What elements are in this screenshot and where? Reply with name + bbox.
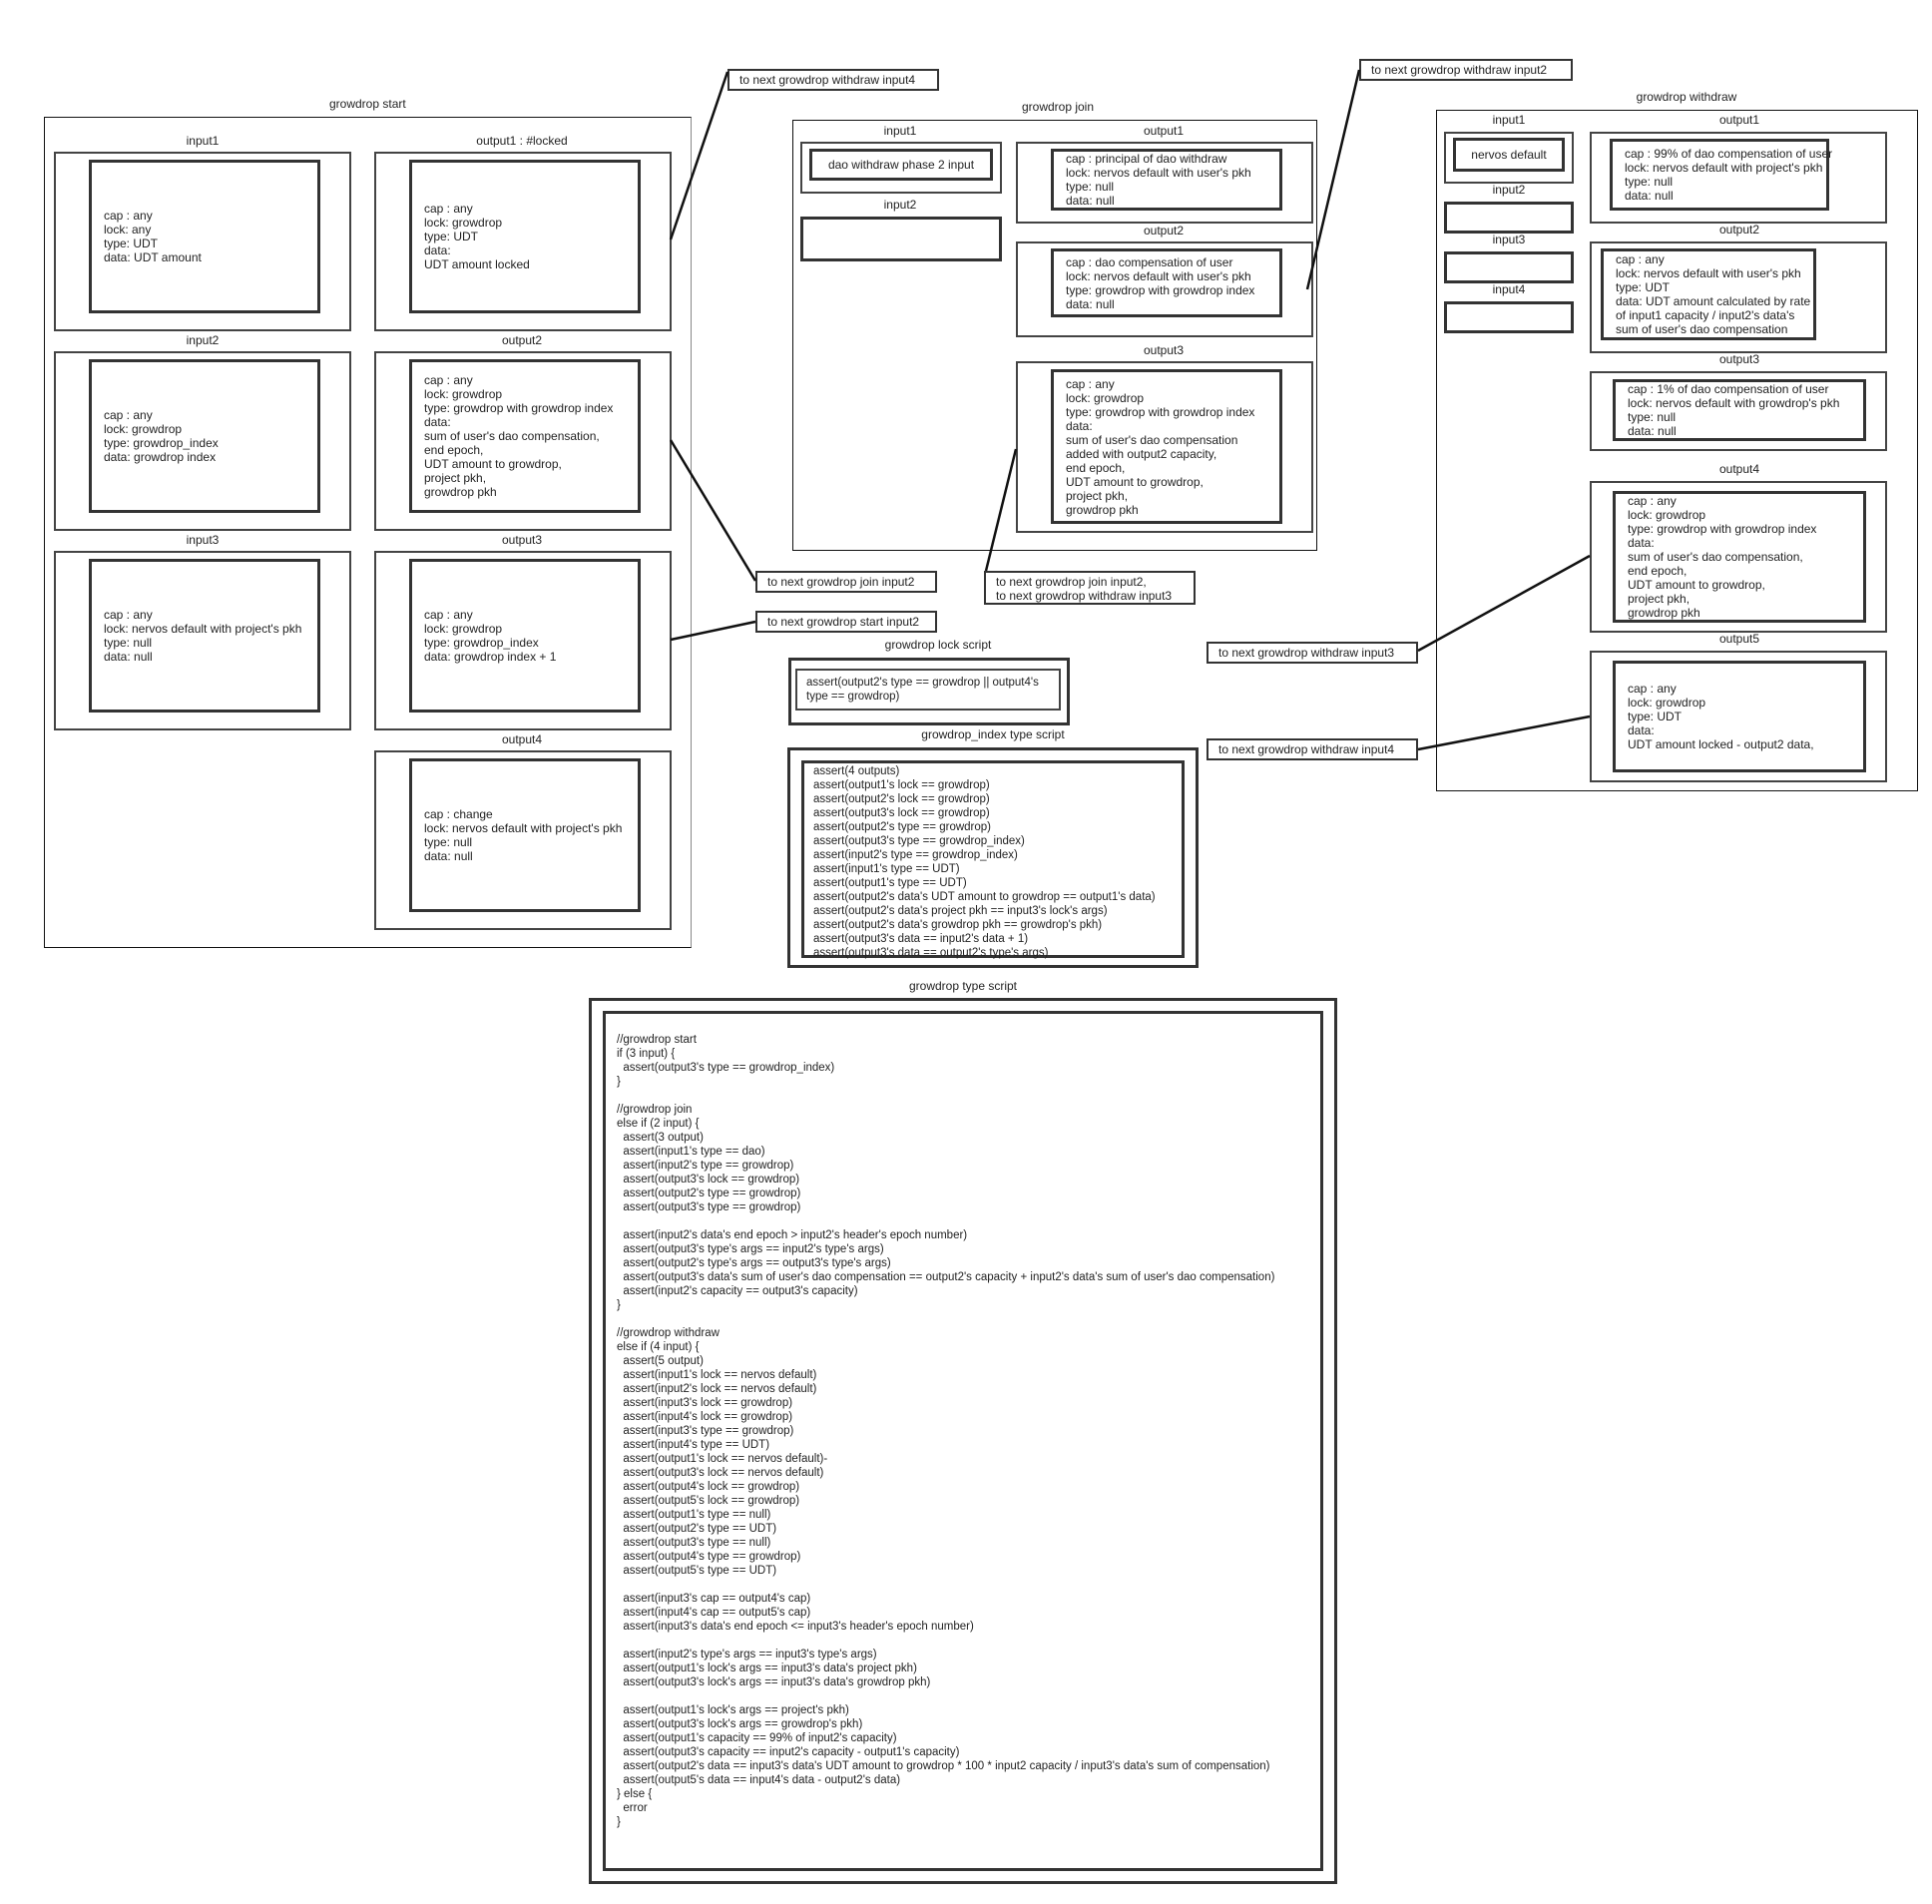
withdraw-output5-text: cap : any lock: growdrop type: UDT data:… (1628, 682, 1814, 751)
withdraw-input4-label: input4 (1492, 282, 1526, 296)
join-output2-label: output2 (1143, 224, 1185, 238)
join-output2-box[interactable]: cap : dao compensation of user lock: ner… (1051, 248, 1282, 317)
withdraw-output5-box[interactable]: cap : any lock: growdrop type: UDT data:… (1613, 661, 1866, 772)
start-output4-box[interactable]: cap : change lock: nervos default with p… (409, 758, 641, 912)
index-script-title: growdrop_index type script (921, 727, 1065, 741)
withdraw-output4-box[interactable]: cap : any lock: growdrop type: growdrop … (1613, 491, 1866, 623)
withdraw-output3-text: cap : 1% of dao compensation of user loc… (1628, 382, 1840, 438)
withdraw-output4-text: cap : any lock: growdrop type: growdrop … (1628, 494, 1817, 620)
start-input2-cell[interactable] (54, 351, 351, 531)
index-script-panel (787, 747, 1199, 968)
withdraw-output4-cell[interactable] (1590, 481, 1887, 633)
start-input2-label: input2 (186, 333, 220, 347)
start-input1-box[interactable]: cap : any lock: any type: UDT data: UDT … (89, 160, 320, 313)
type-script-title: growdrop type script (908, 979, 1018, 993)
start-output3-box[interactable]: cap : any lock: growdrop type: growdrop_… (409, 559, 641, 713)
join-input2-box[interactable] (800, 217, 1002, 261)
join-title: growdrop join (1021, 100, 1095, 114)
start-output3-label: output3 (501, 533, 543, 547)
withdraw-input4-box[interactable] (1444, 301, 1574, 333)
note-to-start-input2[interactable]: to next growdrop start input2 (755, 611, 937, 633)
join-input1-text: dao withdraw phase 2 input (827, 158, 975, 172)
withdraw-output4-label: output4 (1718, 462, 1760, 476)
withdraw-output3-cell[interactable] (1590, 371, 1887, 451)
withdraw-input2-box[interactable] (1444, 202, 1574, 234)
join-output3-box[interactable]: cap : any lock: growdrop type: growdrop … (1051, 369, 1282, 524)
note-to-withdraw-input3[interactable]: to next growdrop withdraw input3 (1207, 642, 1418, 664)
withdraw-output1-label: output1 (1718, 113, 1760, 127)
withdraw-title: growdrop withdraw (1636, 90, 1737, 104)
join-output3-label: output3 (1143, 343, 1185, 357)
type-script-panel (589, 998, 1337, 1884)
note-to-withdraw-input4-top[interactable]: to next growdrop withdraw input4 (727, 69, 939, 91)
withdraw-output3-label: output3 (1718, 352, 1760, 366)
index-script-code: assert(4 outputs) assert(output1's lock … (813, 765, 1156, 959)
start-input1-text: cap : any lock: any type: UDT data: UDT … (104, 209, 202, 264)
join-output1-text: cap : principal of dao withdraw lock: ne… (1066, 152, 1251, 208)
withdraw-output1-cell[interactable] (1590, 132, 1887, 224)
lock-script-title: growdrop lock script (884, 638, 992, 652)
lock-script-panel (788, 658, 1070, 725)
join-input2-label: input2 (883, 198, 917, 212)
withdraw-output1-box[interactable]: cap : 99% of dao compensation of user lo… (1610, 139, 1833, 211)
withdraw-input1-label: input1 (1492, 113, 1526, 127)
start-output4-text: cap : change lock: nervos default with p… (424, 807, 623, 863)
start-input3-text: cap : any lock: nervos default with proj… (104, 608, 302, 664)
withdraw-output2-cell[interactable] (1590, 241, 1887, 353)
start-output1-cell[interactable] (374, 152, 672, 331)
note-to-withdraw-input4-bottom[interactable]: to next growdrop withdraw input4 (1207, 738, 1418, 760)
note-to-join-input2[interactable]: to next growdrop join input2 (755, 571, 937, 593)
lock-script-code: assert(output2's type == growdrop || out… (806, 677, 1039, 703)
withdraw-input1-cell[interactable] (1444, 132, 1574, 184)
withdraw-output2-box[interactable]: cap : any lock: nervos default with user… (1601, 248, 1816, 340)
start-input3-label: input3 (186, 533, 220, 547)
start-output1-label: output1 : #locked (476, 134, 568, 148)
join-output2-text: cap : dao compensation of user lock: ner… (1066, 254, 1255, 311)
withdraw-input1-text: nervos default (1471, 148, 1547, 162)
withdraw-panel (1436, 110, 1918, 791)
withdraw-output1-text: cap : 99% of dao compensation of user lo… (1625, 147, 1833, 203)
withdraw-output2-label: output2 (1718, 223, 1760, 237)
start-output1-text: cap : any lock: growdrop type: UDT data:… (424, 202, 530, 271)
withdraw-input2-label: input2 (1492, 183, 1526, 197)
start-output4-cell[interactable] (374, 750, 672, 930)
start-title: growdrop start (329, 97, 406, 111)
join-input1-box[interactable]: dao withdraw phase 2 input (809, 149, 993, 181)
lock-script-box[interactable]: assert(output2's type == growdrop || out… (795, 669, 1061, 711)
join-input1-cell[interactable] (800, 142, 1002, 194)
withdraw-input1-box[interactable]: nervos default (1453, 138, 1565, 172)
note-to-withdraw-input2[interactable]: to next growdrop withdraw input2 (1359, 59, 1573, 81)
withdraw-input3-box[interactable] (1444, 251, 1574, 283)
withdraw-output5-cell[interactable] (1590, 651, 1887, 782)
withdraw-output2-text: cap : any lock: nervos default with user… (1616, 252, 1811, 336)
start-output1-box[interactable]: cap : any lock: growdrop type: UDT data:… (409, 160, 641, 313)
start-output4-label: output4 (501, 732, 543, 746)
start-input2-box[interactable]: cap : any lock: growdrop type: growdrop_… (89, 359, 320, 513)
start-output2-label: output2 (501, 333, 543, 347)
start-output3-text: cap : any lock: growdrop type: growdrop_… (424, 608, 557, 664)
note-to-join-input2-withdraw-input3[interactable]: to next growdrop join input2, to next gr… (984, 571, 1196, 605)
type-script-box[interactable]: //growdrop start if (3 input) { assert(o… (603, 1011, 1323, 1871)
start-input1-label: input1 (186, 134, 220, 148)
start-input2-text: cap : any lock: growdrop type: growdrop_… (104, 408, 219, 464)
join-input1-label: input1 (883, 124, 917, 138)
start-output2-box[interactable]: cap : any lock: growdrop type: growdrop … (409, 359, 641, 513)
index-script-box[interactable]: assert(4 outputs) assert(output1's lock … (801, 760, 1185, 959)
join-output3-cell[interactable] (1016, 361, 1313, 533)
start-input3-cell[interactable] (54, 551, 351, 730)
start-input1-cell[interactable] (54, 152, 351, 331)
withdraw-output3-box[interactable]: cap : 1% of dao compensation of user loc… (1613, 379, 1866, 441)
type-script-code: //growdrop start if (3 input) { assert(o… (617, 1034, 1275, 1828)
join-output1-label: output1 (1143, 124, 1185, 138)
join-output3-text: cap : any lock: growdrop type: growdrop … (1066, 376, 1255, 517)
withdraw-output5-label: output5 (1718, 632, 1760, 646)
join-output1-box[interactable]: cap : principal of dao withdraw lock: ne… (1051, 149, 1282, 211)
start-input3-box[interactable]: cap : any lock: nervos default with proj… (89, 559, 320, 713)
start-output2-text: cap : any lock: growdrop type: growdrop … (424, 373, 614, 499)
withdraw-input3-label: input3 (1492, 233, 1526, 246)
join-panel (792, 120, 1317, 551)
